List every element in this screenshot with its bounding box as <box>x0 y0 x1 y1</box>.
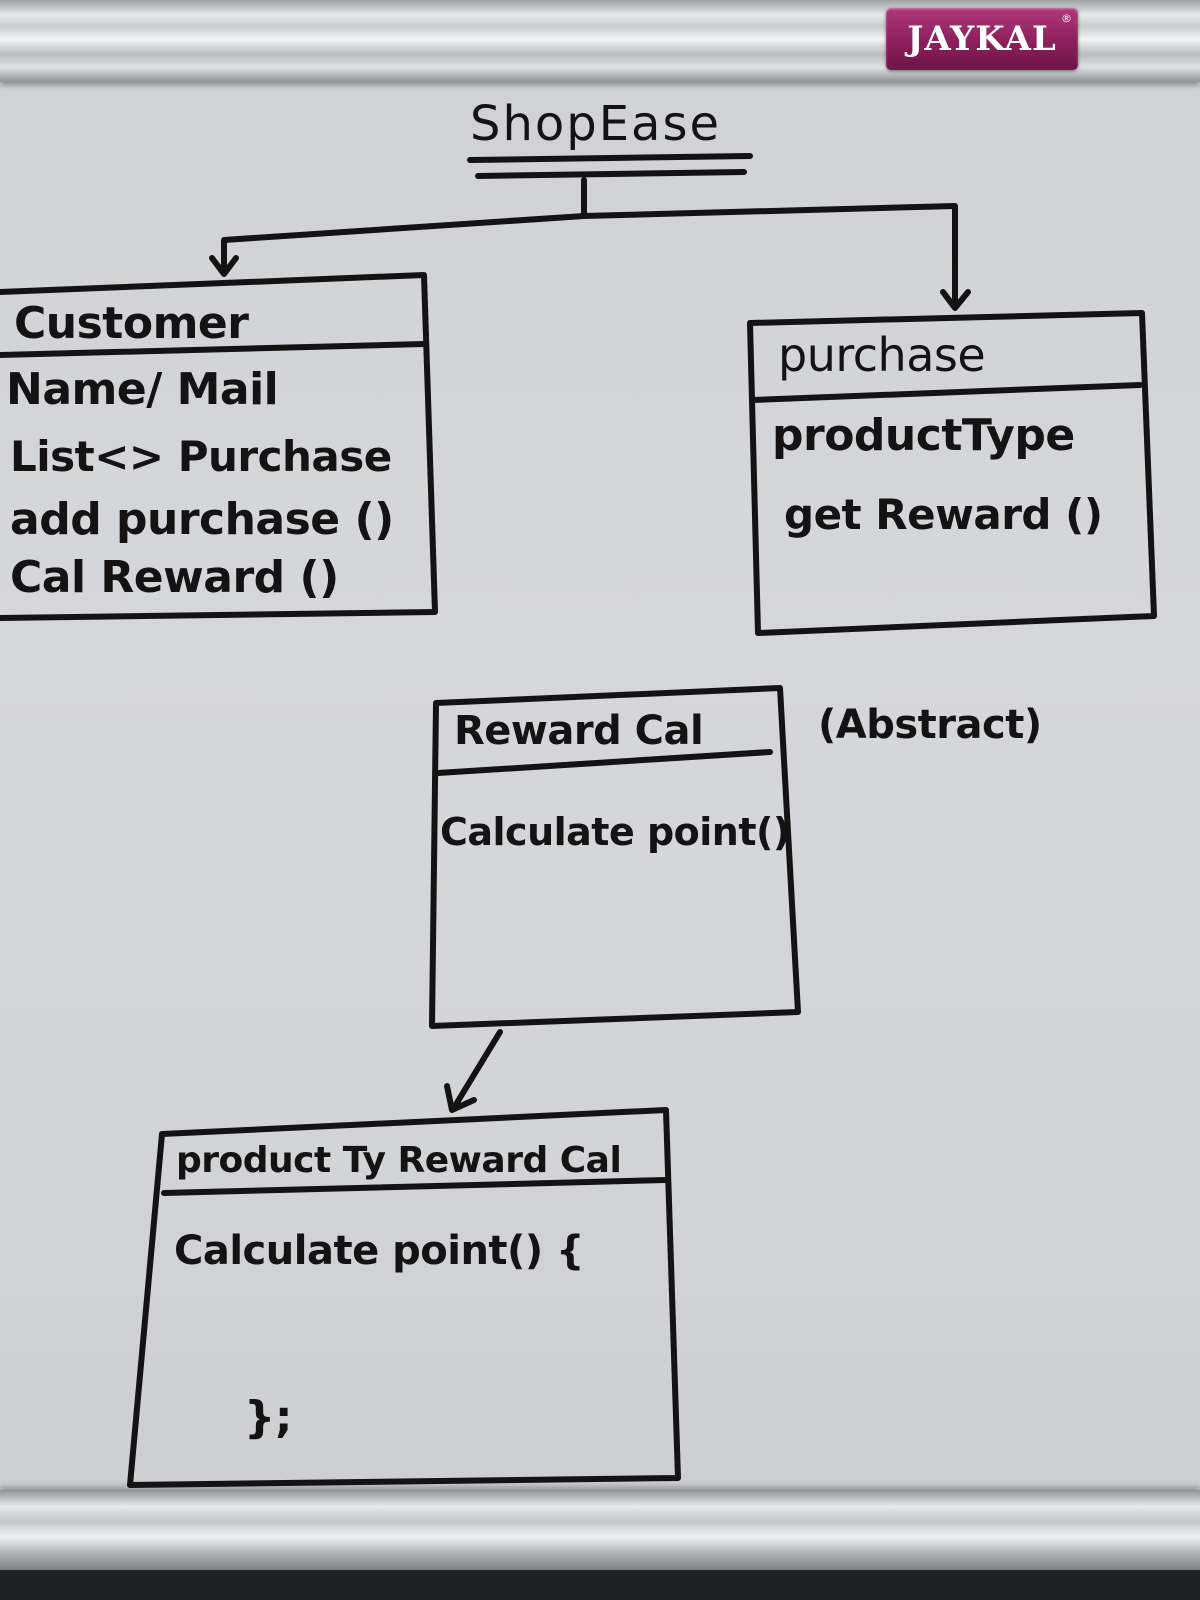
diagram-title: ShopEase <box>470 96 722 152</box>
producttyrewardcal-member: }; <box>244 1392 292 1443</box>
rewardcal-member: Calculate point() <box>440 810 790 854</box>
arrowhead-customer <box>209 255 239 277</box>
connector-left <box>221 213 587 275</box>
purchase-member: get Reward () <box>784 490 1103 539</box>
board-frame-bottom <box>0 1490 1200 1570</box>
customer-member: List<> Purchase <box>10 432 392 481</box>
brand-name: JAYKAL <box>907 19 1057 59</box>
customer-box <box>0 272 438 621</box>
board-shadow <box>0 1570 1200 1600</box>
abstract-annotation: (Abstract) <box>818 702 1042 748</box>
customer-member: Name/ Mail <box>6 364 279 415</box>
brand-logo: JAYKAL ® <box>886 8 1078 70</box>
purchase-box <box>747 310 1157 636</box>
customer-member: Cal Reward () <box>10 552 339 603</box>
title-underline <box>467 153 753 179</box>
producttyrewardcal-class-name: product Ty Reward Cal <box>176 1140 622 1181</box>
producttyrewardcal-member: Calculate point() { <box>174 1228 585 1274</box>
producttyrewardcal-divider <box>161 1177 669 1196</box>
purchase-divider <box>749 382 1143 403</box>
registered-mark: ® <box>1061 12 1072 25</box>
arrowhead-purchase <box>940 289 971 311</box>
customer-divider <box>0 341 427 358</box>
rewardcal-box <box>429 685 801 1029</box>
customer-member: add purchase () <box>10 494 394 545</box>
purchase-member: productType <box>772 410 1075 461</box>
producttyrewardcal-box <box>127 1107 681 1488</box>
rewardcal-class-name: Reward Cal <box>454 708 704 754</box>
connector-right <box>581 203 958 308</box>
purchase-class-name: purchase <box>778 328 986 382</box>
rewardcal-divider <box>435 749 773 776</box>
customer-class-name: Customer <box>14 298 249 349</box>
inheritance-arrowhead <box>444 1083 477 1113</box>
inheritance-line <box>452 1029 503 1109</box>
